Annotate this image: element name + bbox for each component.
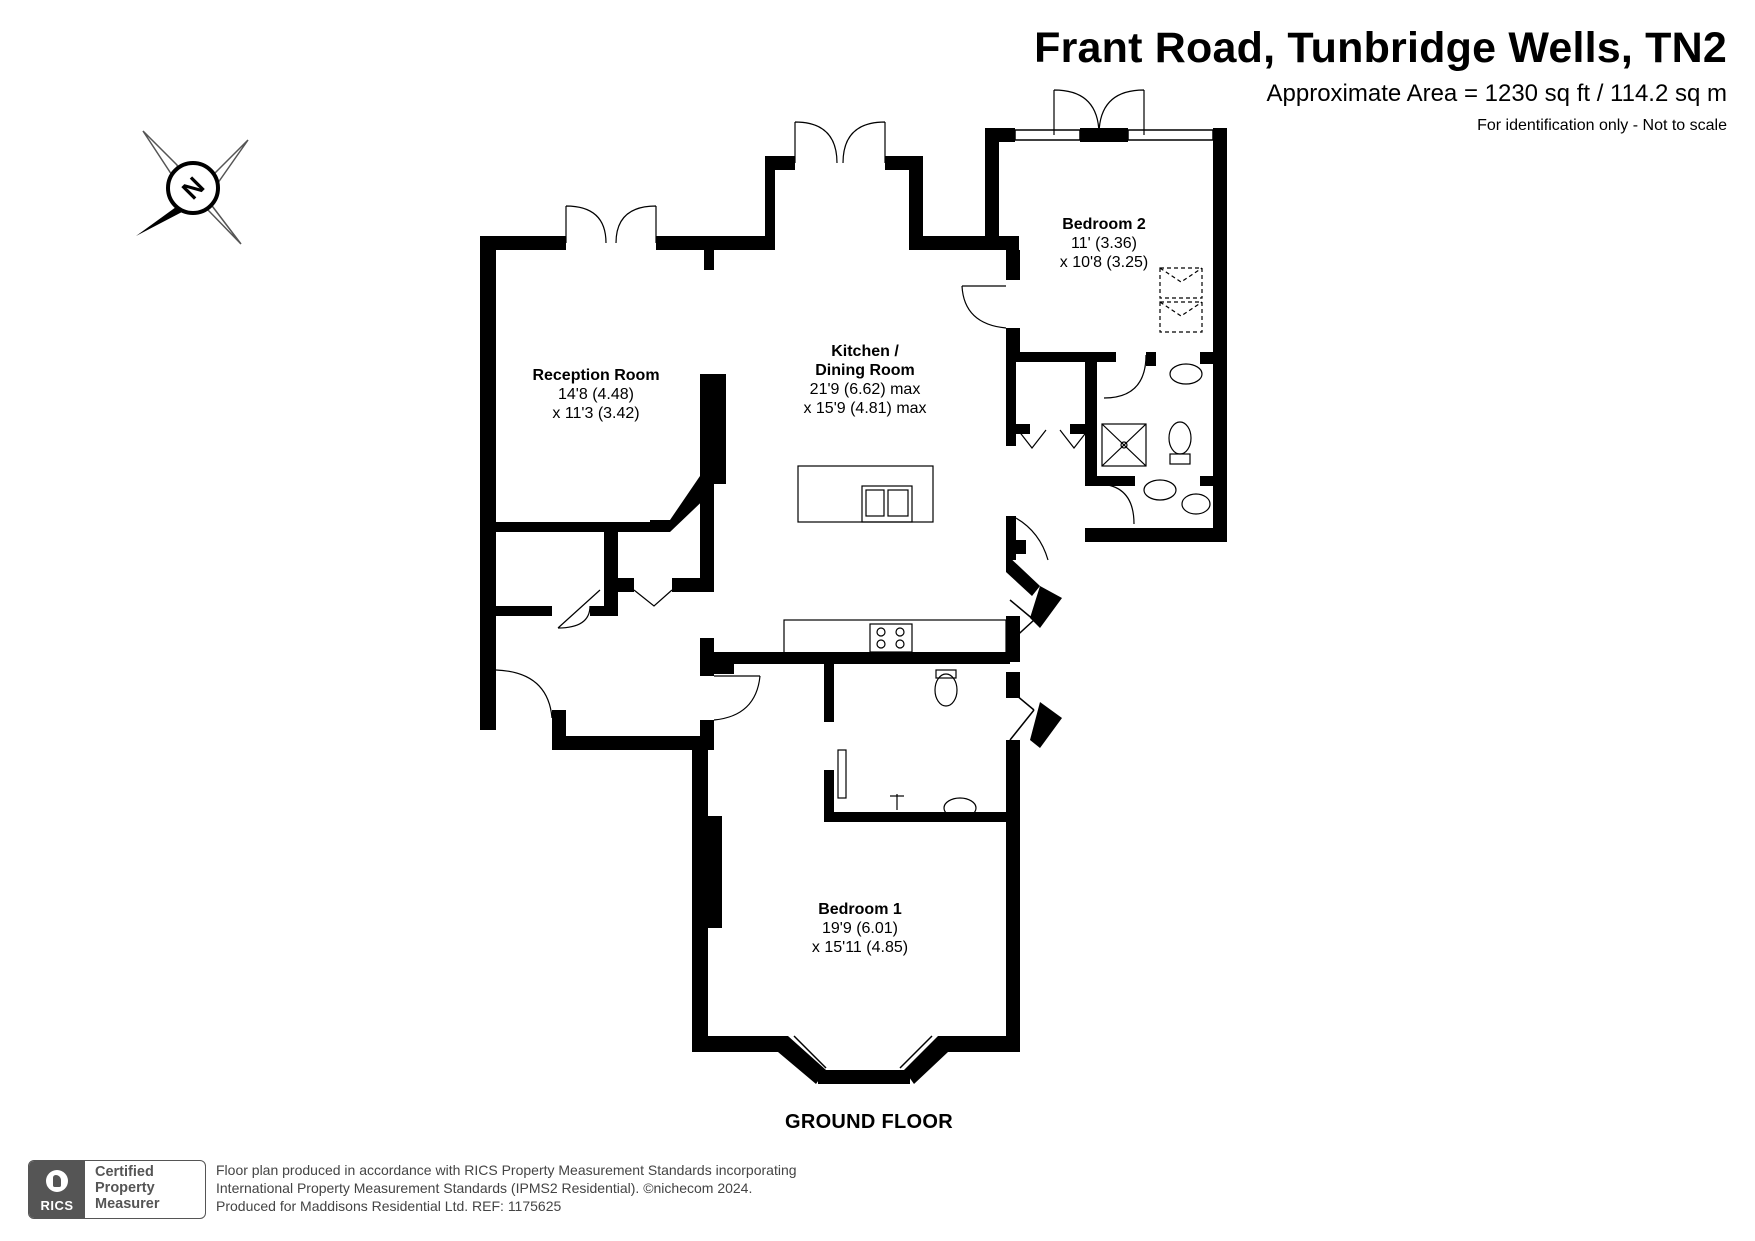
- room-label-bedroom-2: Bedroom 2 11' (3.36) x 10'8 (3.25): [1059, 216, 1149, 271]
- room-label-reception: Reception Room 14'8 (4.48) x 11'3 (3.42): [532, 367, 660, 422]
- wardrobe-icon: [1159, 267, 1203, 299]
- kitchen-sink-icon: [861, 485, 913, 523]
- footer-text: Floor plan produced in accordance with R…: [216, 1162, 797, 1214]
- rics-logo: RICS: [29, 1161, 85, 1218]
- kitchen-worktop: [783, 619, 1007, 655]
- rics-certified-text: Certified Property Measurer: [95, 1164, 160, 1212]
- walls: [480, 128, 1227, 1084]
- windows: [787, 129, 1214, 1083]
- rics-badge: RICS Certified Property Measurer: [28, 1160, 206, 1219]
- approximate-area: Approximate Area = 1230 sq ft / 114.2 sq…: [1266, 80, 1728, 107]
- rics-lion-icon: [46, 1170, 68, 1192]
- fixtures: [783, 267, 1211, 819]
- compass-icon: N: [136, 130, 249, 245]
- floor-label: GROUND FLOOR: [784, 1111, 954, 1133]
- shower-icon: [1101, 423, 1147, 467]
- toilet-icon: [934, 673, 958, 707]
- property-title: Frant Road, Tunbridge Wells, TN2: [1034, 24, 1727, 72]
- identification-note: For identification only - Not to scale: [1477, 117, 1727, 134]
- doors: [495, 89, 1147, 721]
- hob-icon: [869, 623, 913, 653]
- room-label-kitchen: Kitchen / Dining Room 21'9 (6.62) max x …: [803, 343, 927, 417]
- basin-icon: [943, 797, 977, 819]
- room-label-bedroom-1: Bedroom 1 19'9 (6.01) x 15'11 (4.85): [811, 901, 909, 956]
